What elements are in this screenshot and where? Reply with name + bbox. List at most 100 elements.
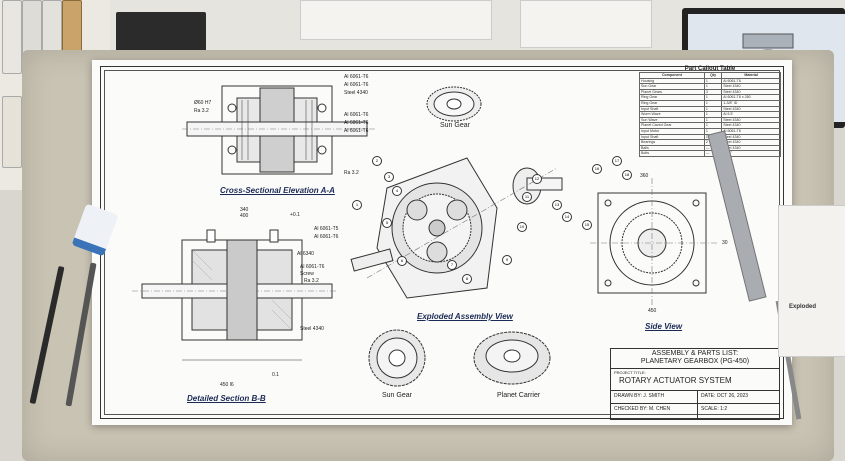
- balloon-callout: 1: [352, 200, 362, 210]
- side-view-drawing: [590, 178, 718, 306]
- table-cell: Steel 4340: [721, 88, 781, 96]
- table-cell: 1: [703, 77, 723, 85]
- callout: Al 6340: [297, 251, 314, 257]
- divider: [697, 390, 698, 418]
- planet-carrier-icon: [473, 331, 551, 385]
- callout: Al 6061-T6: [314, 234, 339, 240]
- balloon-callout: 8: [462, 274, 472, 284]
- callout: Al 6061-T6: [344, 74, 369, 80]
- callout: Ø60 H7: [194, 100, 212, 106]
- checked-by: CHECKED BY: M. CHEN: [614, 406, 671, 412]
- dim: 450 l6: [220, 382, 234, 388]
- view-label-exploded: Exploded Assembly View: [417, 312, 513, 321]
- side-sheet: Exploded: [778, 205, 845, 357]
- dim: 400: [240, 213, 249, 219]
- table-title: Part Callout Table: [684, 66, 736, 72]
- table-cell: Steel 4340: [721, 122, 781, 129]
- binder: [2, 0, 22, 74]
- balloon-callout: 4: [392, 186, 402, 196]
- view-label-planet-carrier: Planet Carrier: [497, 392, 541, 399]
- callout: Steel 4340: [300, 326, 324, 332]
- balloon-callout: 2: [372, 156, 382, 166]
- side-sheet-label: Exploded: [789, 304, 817, 310]
- wall-drawing: [520, 0, 652, 48]
- dim: +0.1: [290, 212, 300, 218]
- table-cell: Bolts: [639, 150, 705, 157]
- divider: [611, 403, 779, 404]
- table-cell: 1: [703, 116, 723, 124]
- table-row: Bolts—Al "2": [639, 150, 781, 157]
- divider: [611, 390, 779, 391]
- title-line2: PLANETARY GEARBOX (PG-450): [640, 358, 750, 365]
- dim: 30: [722, 240, 728, 246]
- table-cell: 1: [703, 94, 723, 101]
- view-label-section-b: Detailed Section B-B: [187, 394, 266, 403]
- dim: 340: [240, 207, 249, 213]
- section-b-drawing: [132, 229, 337, 361]
- balloon-callout: 12: [532, 174, 542, 184]
- callout: Al 6061-T6: [344, 120, 369, 126]
- sun-gear-bottom-icon: [368, 329, 426, 387]
- balloon-callout: 5: [382, 218, 392, 228]
- table-header: Qty: [703, 72, 723, 79]
- balloon-callout: 16: [592, 164, 602, 174]
- balloon-callout: 18: [622, 170, 632, 180]
- table-cell: Al 6061-T6: [721, 77, 781, 85]
- table-cell: Steel 4340: [721, 116, 781, 124]
- table-cell: Al 6061-T6 x 280: [721, 94, 781, 101]
- balloon-callout: 17: [612, 156, 622, 166]
- table-cell: 1-3/8" ID: [721, 100, 781, 107]
- project-title: ROTARY ACTUATOR SYSTEM: [619, 376, 732, 385]
- part-callout-table: Part Callout Table Component Qty Materia…: [639, 66, 781, 157]
- sun-gear-icon: [426, 86, 482, 122]
- table-cell: Steel 4340: [721, 83, 781, 90]
- divider: [611, 368, 779, 369]
- table-cell: 1: [703, 83, 723, 90]
- drawn-by: DRAWN BY: J. SMITH: [614, 393, 665, 399]
- balloon-callout: 7: [447, 260, 457, 270]
- section-a-drawing: [182, 85, 377, 175]
- table-cell: 1: [703, 105, 723, 113]
- callout: Screw: [300, 271, 314, 277]
- table-cell: 1: [703, 100, 723, 107]
- balloon-callout: 9: [502, 255, 512, 265]
- title-line1: ASSEMBLY & PARTS LIST:: [651, 350, 739, 357]
- project-label: PROJECT TITLE:: [614, 370, 646, 375]
- balloon-callout: 15: [582, 220, 592, 230]
- callout: Ra 3.2: [194, 108, 209, 114]
- balloon-callout: 11: [522, 192, 532, 202]
- callout: Ra 3.2: [304, 278, 319, 284]
- balloon-callout: 13: [552, 200, 562, 210]
- title-block: ASSEMBLY & PARTS LIST: PLANETARY GEARBOX…: [610, 348, 780, 420]
- view-label-section-a: Cross-Sectional Elevation A-A: [220, 186, 335, 195]
- view-label-sun-gear-bottom: Sun Gear: [382, 392, 412, 399]
- dim: 450: [648, 308, 657, 314]
- callout: Al 6061-T6: [344, 112, 369, 118]
- callout: Al 6061-T6: [344, 82, 369, 88]
- balloon-callout: 6: [397, 256, 407, 266]
- wall-drawing: [300, 0, 492, 40]
- date: DATE: OCT 26, 2023: [701, 393, 749, 399]
- balloon-callout: 3: [384, 172, 394, 182]
- table-cell: 1: [703, 111, 723, 118]
- table-cell: Al 6 E: [721, 111, 781, 118]
- blueprint-sheet: Al 6061-T6 Al 6061-T6 Steel 4340 Al 6061…: [92, 60, 792, 425]
- dim: 0.1: [272, 372, 279, 378]
- dim: 360: [640, 173, 649, 179]
- scale: SCALE: 1:2: [701, 406, 728, 412]
- callout: Ra 3.2: [344, 170, 359, 176]
- callout: Al 6061-T5: [314, 226, 339, 232]
- table-cell: Steel 4340: [721, 105, 781, 113]
- view-label-side: Side View: [645, 322, 683, 331]
- table-cell: 3: [703, 88, 723, 96]
